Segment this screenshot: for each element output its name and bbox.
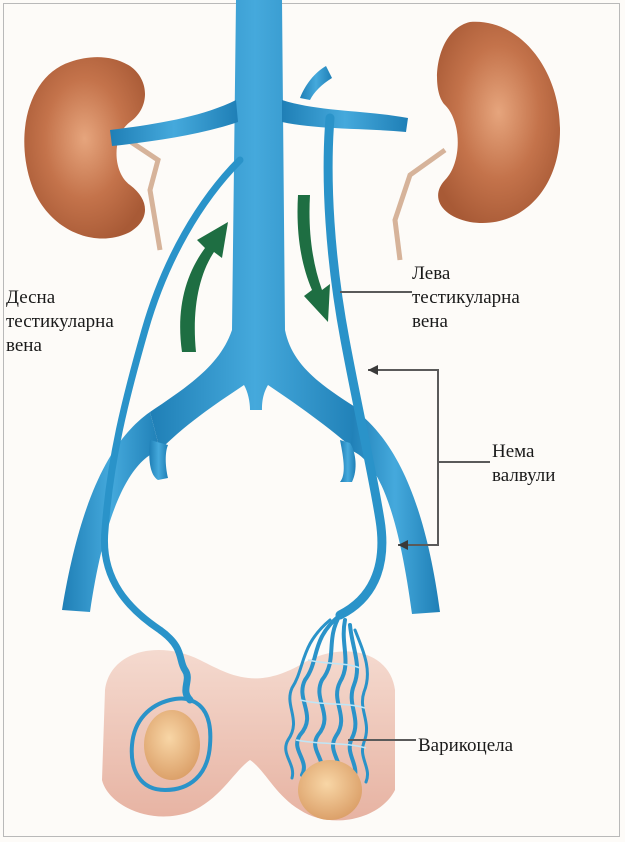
label-left-testicular-vein: Лева тестикуларна вена (412, 262, 520, 334)
left-kidney (395, 22, 560, 260)
right-kidney (24, 57, 160, 250)
label-line: тестикуларна (6, 310, 114, 334)
label-no-valves: Нема валвули (492, 440, 555, 488)
label-line: тестикуларна (412, 286, 520, 310)
label-right-testicular-vein: Десна тестикуларна вена (6, 286, 114, 358)
label-line: вена (6, 334, 114, 358)
label-varicocele: Варикоцела (418, 734, 513, 758)
label-line: валвули (492, 464, 555, 488)
label-line: Варикоцела (418, 734, 513, 758)
label-line: Нема (492, 440, 555, 464)
label-line: Лева (412, 262, 520, 286)
label-line: Десна (6, 286, 114, 310)
label-line: вена (412, 310, 520, 334)
flow-arrow-up-icon (180, 222, 228, 352)
right-testis (144, 710, 200, 780)
left-testis (298, 760, 362, 820)
